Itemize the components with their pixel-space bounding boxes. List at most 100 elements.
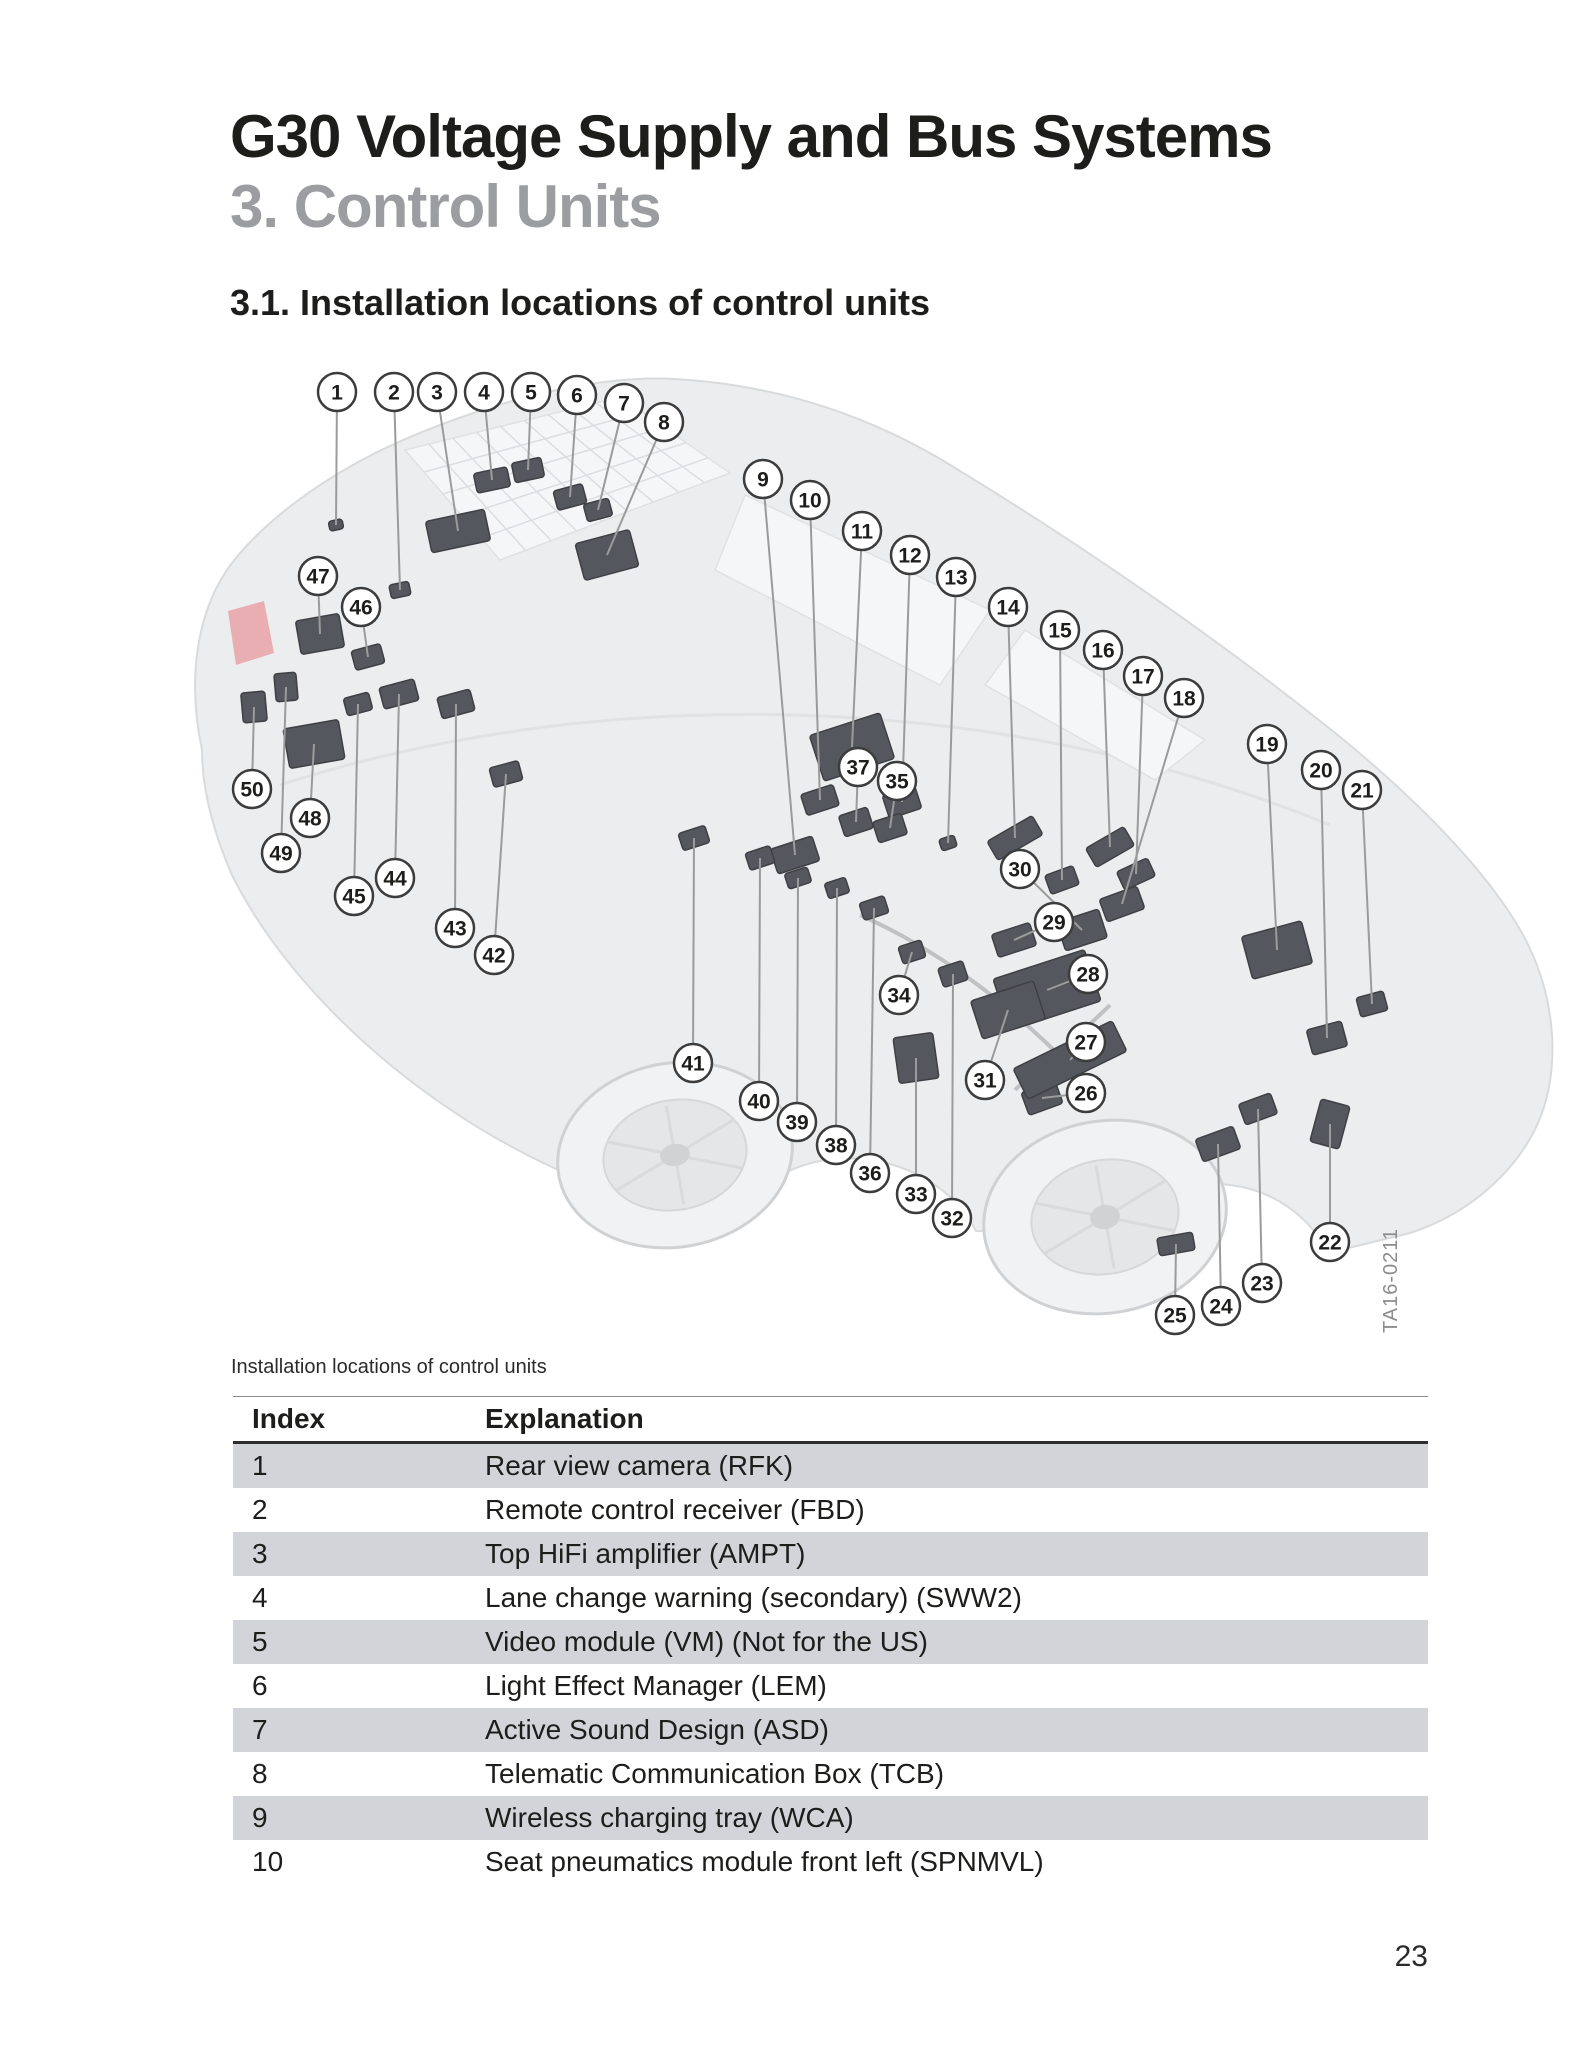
defroster-line (423, 411, 643, 473)
callout-15: 15 (1039, 609, 1081, 651)
callout-24: 24 (1200, 1285, 1242, 1327)
svg-text:7: 7 (618, 393, 630, 416)
defroster-line (476, 431, 578, 532)
leader-line (951, 973, 954, 1219)
defroster-line (452, 437, 552, 542)
callout-34: 34 (878, 974, 920, 1016)
callout-33: 33 (895, 1173, 937, 1215)
svg-text:24: 24 (1209, 1296, 1233, 1319)
leader-line (1320, 769, 1328, 1039)
cell-index: 9 (252, 1802, 268, 1833)
leader-line (869, 907, 875, 1174)
svg-text:36: 36 (858, 1163, 881, 1186)
svg-text:15: 15 (1048, 620, 1072, 643)
front-side-window (983, 628, 1207, 781)
svg-text:8: 8 (658, 412, 670, 435)
svg-text:4: 4 (478, 382, 490, 405)
callout-31: 31 (964, 1059, 1006, 1101)
svg-text:39: 39 (785, 1112, 808, 1135)
leader-line (1135, 675, 1144, 875)
callout-7: 7 (603, 382, 645, 424)
beltline-crease (279, 712, 1331, 827)
svg-text:25: 25 (1163, 1305, 1187, 1328)
leader-line (758, 857, 761, 1102)
svg-text:28: 28 (1076, 964, 1100, 987)
svg-text:1: 1 (331, 382, 343, 405)
callout-26: 26 (1065, 1072, 1107, 1114)
table-header-index: Index (252, 1403, 326, 1434)
section-heading: 3.1. Installation locations of control u… (230, 282, 931, 323)
svg-text:22: 22 (1318, 1232, 1341, 1255)
cell-index: 6 (252, 1670, 268, 1701)
table-header-rule (233, 1441, 1428, 1444)
svg-text:5: 5 (525, 382, 537, 405)
svg-text:40: 40 (747, 1091, 770, 1114)
table-top-rule (233, 1396, 1428, 1397)
cell-explanation: Rear view camera (RFK) (485, 1450, 794, 1481)
cell-explanation: Lane change warning (secondary) (SWW2) (485, 1582, 1022, 1613)
callout-12: 12 (889, 534, 931, 576)
svg-text:26: 26 (1074, 1083, 1097, 1106)
leader-line (1007, 606, 1016, 839)
cell-index: 10 (252, 1846, 284, 1877)
leader-line (692, 837, 695, 1064)
callout-27: 27 (1065, 1021, 1107, 1063)
leader-line (1059, 629, 1063, 881)
table-header-row: Index Explanation (233, 1397, 1428, 1441)
callout-35: 35 (876, 760, 918, 802)
callout-43: 43 (434, 907, 476, 949)
cell-index: 8 (252, 1758, 268, 1789)
page-title: G30 Voltage Supply and Bus Systems (230, 103, 1273, 170)
callout-50: 50 (231, 768, 273, 810)
figure-code-label: TA16-0211 (1380, 1228, 1402, 1333)
callout-47: 47 (297, 555, 339, 597)
cell-explanation: Top HiFi amplifier (AMPT) (485, 1538, 806, 1569)
leader-line (353, 703, 359, 897)
svg-text:23: 23 (1250, 1273, 1273, 1296)
svg-text:9: 9 (757, 469, 769, 492)
callout-17: 17 (1122, 655, 1164, 697)
leader-line (493, 773, 507, 956)
callout-19: 19 (1246, 723, 1288, 765)
callout-29: 29 (1033, 901, 1075, 943)
leader-line (1121, 697, 1185, 905)
svg-text:32: 32 (940, 1208, 963, 1231)
svg-text:21: 21 (1350, 780, 1374, 803)
page-number: 23 (1394, 1940, 1428, 1973)
leader-line (1102, 649, 1111, 848)
svg-text:41: 41 (681, 1053, 705, 1076)
chapter-title: 3. Control Units (230, 173, 662, 240)
leader-line (436, 391, 459, 532)
svg-text:29: 29 (1042, 912, 1065, 935)
callout-21: 21 (1341, 769, 1383, 811)
cell-index: 2 (252, 1494, 268, 1525)
callout-41: 41 (672, 1042, 714, 1084)
leader-line (606, 421, 665, 556)
leader-line (393, 391, 401, 591)
defroster-line (523, 419, 629, 513)
tail-light (228, 601, 274, 665)
callout-16: 16 (1082, 629, 1124, 671)
cell-index: 5 (252, 1626, 268, 1657)
svg-text:42: 42 (482, 945, 505, 968)
leader-line (335, 391, 338, 526)
svg-text:11: 11 (851, 521, 874, 544)
cell-explanation: Wireless charging tray (WCA) (485, 1802, 854, 1833)
svg-text:34: 34 (887, 985, 911, 1008)
callout-13: 13 (935, 556, 977, 598)
defroster-line (480, 457, 709, 539)
defroster-line (461, 441, 687, 517)
leader-line (1266, 743, 1278, 951)
leader-line (851, 530, 863, 748)
svg-text:3: 3 (431, 382, 443, 405)
callout-4: 4 (463, 371, 505, 413)
callout-30: 30 (999, 848, 1041, 890)
svg-text:50: 50 (240, 779, 263, 802)
svg-text:45: 45 (342, 886, 366, 909)
svg-text:46: 46 (349, 597, 372, 620)
svg-text:48: 48 (298, 808, 322, 831)
callout-18: 18 (1163, 677, 1205, 719)
